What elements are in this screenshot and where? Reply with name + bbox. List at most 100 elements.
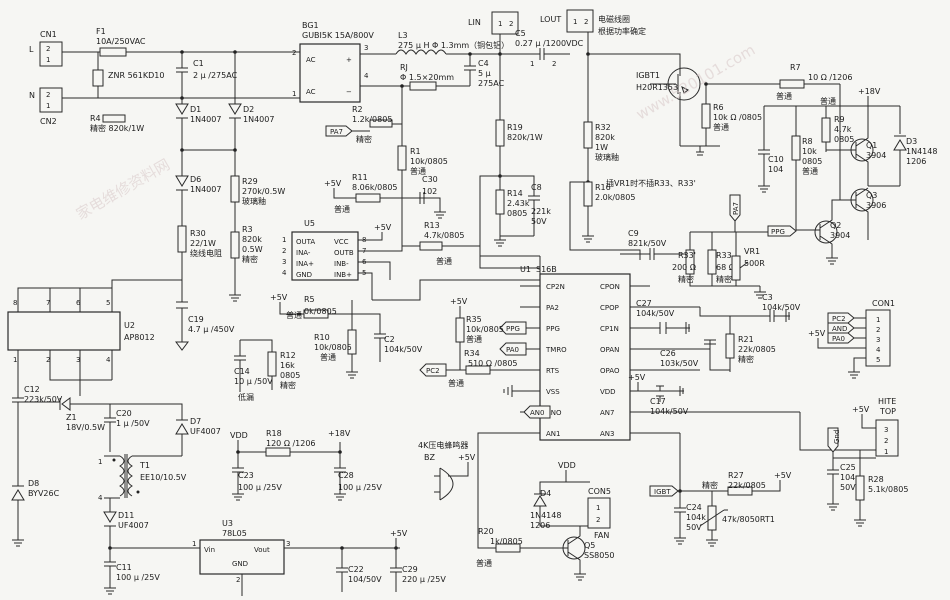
r12-label: R12	[280, 351, 296, 360]
u5-pin2: 2	[282, 247, 286, 255]
u1-right-pins: CPON CPOP CP1N OPAN OPAO VDD AN7 AN3	[600, 283, 620, 438]
c4-value: 5 μ	[478, 69, 491, 78]
lout-pin2: 2	[584, 18, 588, 26]
resistor-r32	[583, 121, 593, 149]
c17-value: 104k/50V	[650, 407, 689, 416]
r7-label: R7	[790, 63, 801, 72]
u5-pin4: 4	[282, 269, 287, 277]
c25-rating: 50V	[840, 483, 856, 492]
r30-note: 绕线电阻	[190, 248, 222, 258]
r28-label: R28	[868, 475, 884, 484]
con1-tag-pc2	[827, 312, 855, 324]
u1-pin-opan: OPAN	[600, 346, 619, 354]
r21-note: 精密	[738, 354, 754, 364]
u1-pin-an1: AN1	[546, 430, 560, 438]
lin-pin1: 1	[498, 20, 502, 28]
c9-label: C9	[628, 229, 639, 238]
u2-pin5: 5	[106, 299, 110, 307]
u5-inb-pos: INB+	[334, 271, 352, 279]
r12-value: 16k	[280, 361, 295, 370]
net-pa7-left: PA7	[330, 128, 343, 136]
u3-pin3: 3	[286, 540, 290, 548]
p5v-c17: +5V	[628, 373, 646, 382]
u2-pin7: 7	[46, 299, 50, 307]
c1-value: 2 μ /275AC	[193, 71, 238, 80]
lout-connector	[566, 9, 594, 33]
lin-pin2: 2	[509, 20, 513, 28]
cn2-pin1: 1	[46, 102, 50, 110]
u3-pin1: 1	[192, 540, 196, 548]
u1-label: U1	[520, 265, 531, 274]
r12-package: 0805	[280, 371, 300, 380]
lout-label: LOUT	[540, 15, 561, 24]
r20-note: 普通	[476, 558, 492, 568]
c14-value: 10 μ /50V	[234, 377, 273, 386]
net-tag-an0	[523, 405, 551, 419]
bg1-ac1: AC	[306, 56, 316, 64]
c30-label: C30	[422, 175, 438, 184]
cn2-label: CN2	[40, 117, 57, 126]
con1-label: CON1	[872, 299, 895, 308]
u1-pin-an7: AN7	[600, 409, 614, 417]
r16-value: 2.0k/0805	[595, 193, 635, 202]
con1-pin1: 1	[876, 316, 880, 324]
c25-value: 104	[840, 473, 855, 482]
r13-value: 4.7k/0805	[424, 231, 464, 240]
q1-value: 3904	[866, 151, 886, 160]
r14-label: R14	[507, 189, 523, 198]
r4-label: R4	[90, 114, 101, 123]
resistor-r9	[821, 117, 831, 143]
c23-label: C23	[238, 471, 254, 480]
net-gnd: Gnd	[833, 430, 841, 444]
c4-rating: 275AC	[478, 79, 505, 88]
r28-value: 5.1k/0805	[868, 485, 908, 494]
p5v-u5: +5V	[374, 223, 392, 232]
r12-note: 精密	[280, 380, 296, 390]
net-igbt: IGBT	[654, 488, 671, 496]
vdd-label-left: VDD	[230, 431, 248, 440]
bg1-pin1: 1	[292, 90, 296, 98]
u2-label: U2	[124, 321, 135, 330]
mcu-u1	[539, 273, 631, 441]
r34-value: 510 Ω /0805	[468, 359, 518, 368]
fuse-f1	[99, 47, 127, 57]
net-ppg-right: PPG	[771, 228, 785, 236]
d7-label: D7	[190, 417, 201, 426]
c25-label: C25	[840, 463, 856, 472]
r6-label: R6	[713, 103, 724, 112]
resistor-r18	[265, 447, 291, 457]
cn1-pin2: 2	[46, 45, 50, 53]
line-label: L	[29, 45, 34, 54]
u1-pin-vss: VSS	[546, 388, 560, 396]
r10-label: R10	[314, 333, 330, 342]
u1-pin-ppg: PPG	[546, 325, 560, 333]
resistor-r21	[725, 333, 735, 359]
resistor-r19	[495, 119, 505, 147]
t1-label: T1	[139, 461, 150, 470]
thermistor-value: 47k/8050RT1	[722, 515, 775, 524]
r6-value: 10k Ω /0805	[713, 113, 762, 122]
c5-pin1: 1	[530, 60, 534, 68]
r14-value: 2.43k	[507, 199, 530, 208]
igbt1-value: H20R1353	[636, 83, 678, 92]
p5v-c29: +5V	[390, 529, 408, 538]
con1-pin3: 3	[876, 336, 880, 344]
d3-label: D3	[906, 137, 917, 146]
resistor-r34	[465, 365, 491, 375]
c9-value: 821k/50V	[628, 239, 667, 248]
d1-value: 1N4007	[190, 115, 221, 124]
c8-value: 221k	[531, 207, 551, 216]
d7-value: UF4007	[190, 427, 221, 436]
r14-package: 0805	[507, 209, 527, 218]
inductor-l3	[395, 49, 447, 55]
c2-value: 104k/50V	[384, 345, 423, 354]
u2-pin3: 3	[76, 356, 80, 364]
hite-pin1: 1	[884, 448, 888, 456]
c27-label: C27	[636, 299, 652, 308]
r3-value: 820k	[242, 235, 262, 244]
r20-label: R20	[478, 527, 494, 536]
u2-value: AP8012	[124, 333, 155, 342]
r35-value: 10k/0805	[466, 325, 504, 334]
r11-label: R11	[352, 173, 368, 182]
